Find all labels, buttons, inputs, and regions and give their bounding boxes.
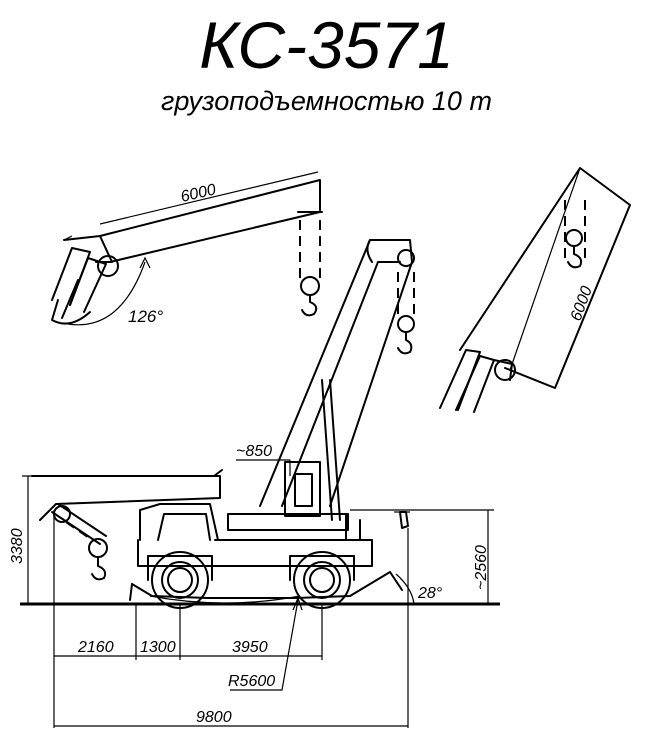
dim-2160: 2160 xyxy=(77,639,114,656)
dim-boom-angle: 126° xyxy=(128,307,163,326)
dim-height-3380: 3380 xyxy=(9,528,26,564)
dim-offset-850: ~850 xyxy=(236,443,272,460)
dim-radius: R5600 xyxy=(228,673,275,690)
boom-upright-view xyxy=(439,167,631,413)
dim-1300: 1300 xyxy=(140,639,176,656)
dim-height-2560: ~2560 xyxy=(473,545,490,590)
dim-angle-28: 28° xyxy=(417,585,443,602)
boom-folded-view xyxy=(51,171,323,326)
dim-overall-length: 9800 xyxy=(196,709,232,726)
dim-boom-length-right: 6000 xyxy=(568,284,596,323)
page-subtitle: грузоподъемностью 10 т xyxy=(161,86,492,116)
dim-boom-length-left: 6000 xyxy=(179,181,218,206)
page-title: КС-3571 xyxy=(199,8,454,82)
dimension-lines xyxy=(22,459,494,728)
crane-main-view xyxy=(20,239,500,609)
dim-3950: 3950 xyxy=(232,639,268,656)
